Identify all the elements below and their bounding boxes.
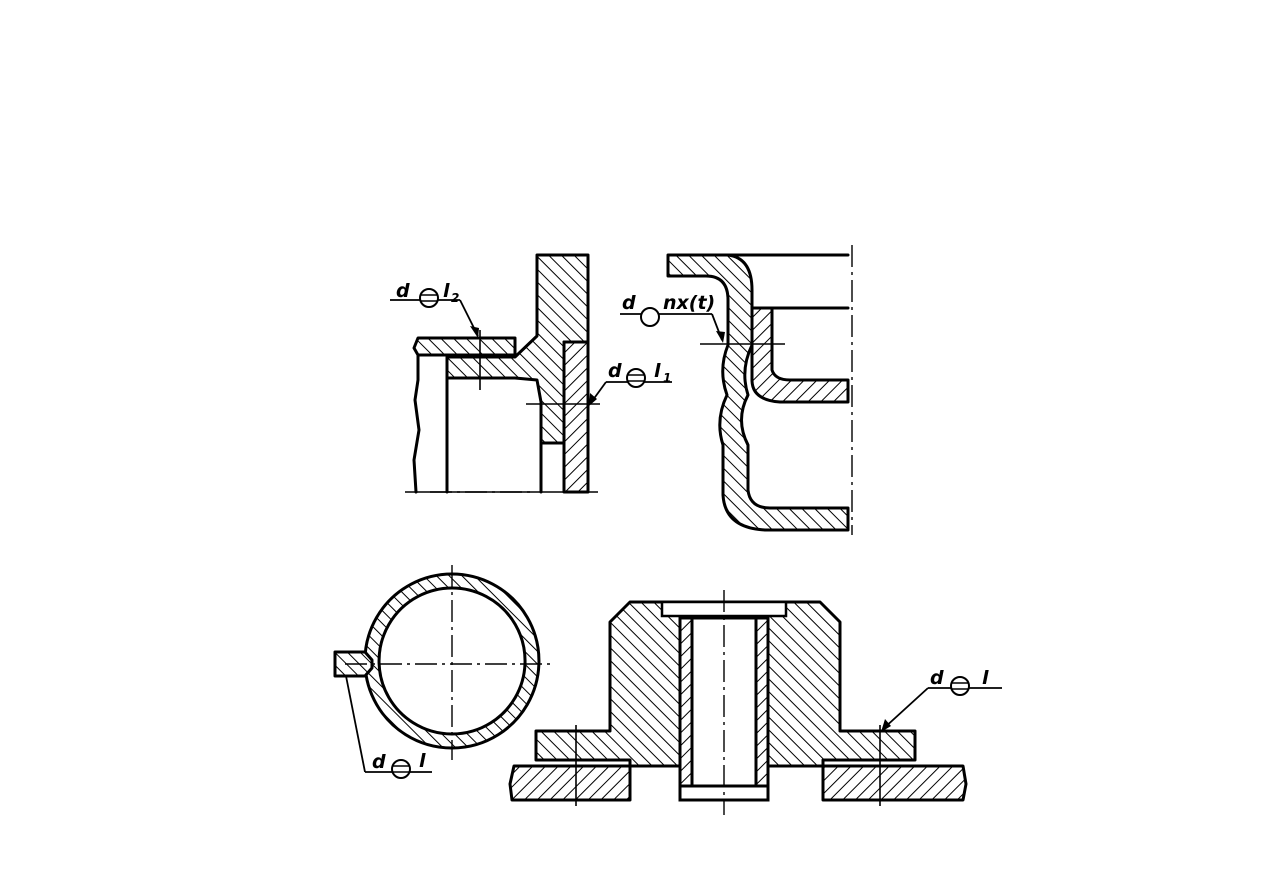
hub-joint-view: d l [508, 590, 1002, 815]
weld-label-l: l [654, 360, 661, 382]
weld-symbol-ring: d l [345, 675, 432, 779]
bushing-right-wall [754, 616, 770, 788]
tube-wall-stub [412, 336, 517, 357]
weld-symbol-hub: d l [881, 667, 1002, 732]
bushing-left-wall [678, 616, 694, 788]
weld-label-spec: nx(t) [663, 292, 715, 314]
base-plate-right [821, 764, 968, 802]
weld-label-d: d [930, 667, 944, 689]
weld-label-d: d [372, 751, 386, 773]
spot-weld-symbol-icon [391, 759, 411, 779]
flange-joint-view: d l 2 d l 1 [390, 253, 672, 494]
tube-break-line [412, 353, 421, 494]
seam-weld-symbol-icon [640, 307, 660, 327]
weld-label-d: d [608, 360, 622, 382]
ring-wall [363, 572, 541, 750]
welded-bracket [750, 306, 850, 404]
base-plate-left [508, 764, 632, 802]
backing-plate [562, 340, 590, 494]
spot-weld-symbol-icon [950, 676, 970, 696]
weld-label-l: l [419, 750, 426, 772]
weld-label-d: d [396, 280, 410, 302]
weld-label-l: l [982, 667, 989, 689]
weld-symbol-upper: d l 2 [390, 280, 479, 338]
weld-label-d: d [622, 292, 636, 314]
ring-joint-view: d l [333, 565, 555, 779]
weld-label-sub: 2 [451, 291, 459, 305]
weld-label-l: l [443, 280, 450, 302]
casing-joint-view: d nx(t) [620, 245, 853, 535]
spot-weld-symbol-icon [419, 288, 439, 308]
weld-symbol-lower: d l 1 [589, 360, 672, 406]
weld-label-sub: 1 [663, 371, 671, 385]
formed-casing-wall [666, 253, 850, 532]
spot-weld-symbol-icon [626, 368, 646, 388]
weld-symbol-casing: d nx(t) [620, 292, 725, 343]
